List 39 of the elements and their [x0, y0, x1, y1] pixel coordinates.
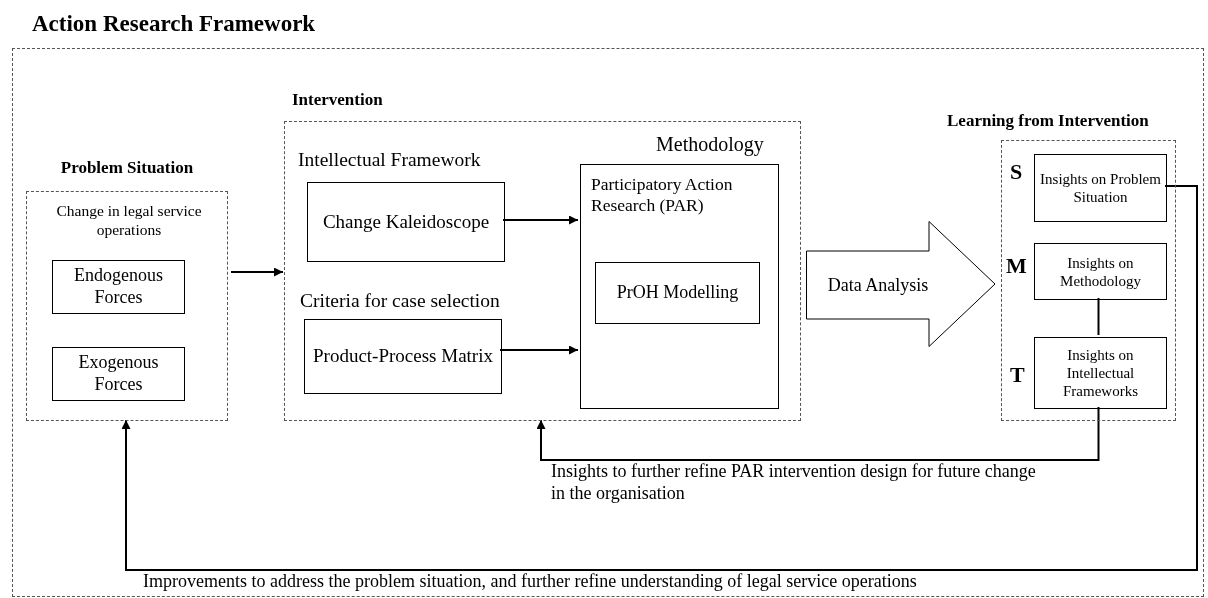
box-label: Change Kaleidoscope — [321, 209, 491, 234]
process-box — [1034, 243, 1167, 300]
box-label: Insights on Methodology — [1059, 253, 1142, 291]
group-label: Methodology — [656, 132, 765, 156]
group-frame — [1001, 140, 1176, 421]
group-label: Change in legal service operations — [55, 202, 203, 240]
group-frame — [284, 121, 801, 421]
group-heading: Intervention — [292, 90, 384, 111]
box-label: Insights on Problem Situation — [1039, 170, 1162, 207]
group-heading: Learning from Intervention — [947, 111, 1150, 132]
section-letter: M — [1006, 253, 1027, 280]
diagram-title: Action Research Framework — [32, 10, 316, 38]
box-label: Exogenous Forces — [77, 351, 160, 396]
box-label: Endogenous Forces — [73, 264, 164, 309]
group-label: Criteria for case selection — [300, 289, 501, 313]
section-letter: S — [1010, 159, 1023, 186]
arrow — [502, 215, 579, 225]
process-box — [1034, 337, 1167, 409]
group-label: Intellectual Framework — [298, 148, 482, 172]
group-label: Participatory Action Research (PAR) — [591, 174, 734, 216]
process-box — [595, 262, 760, 324]
box-label: PrOH Modelling — [615, 281, 740, 305]
arrow — [499, 345, 579, 355]
process-box — [1034, 154, 1167, 222]
process-box — [52, 260, 185, 314]
group-frame — [26, 191, 228, 421]
process-box — [580, 164, 779, 409]
box-label: Data Analysis — [826, 274, 930, 298]
box-label: Insights on Intellectual Frameworks — [1062, 346, 1139, 401]
process-box — [307, 182, 505, 262]
block-arrow — [806, 221, 996, 347]
group-heading: Problem Situation — [59, 158, 195, 179]
arrow — [536, 406, 1100, 461]
section-letter: T — [1010, 362, 1025, 389]
process-box — [304, 319, 502, 394]
process-box — [52, 347, 185, 401]
box-label: Product-Process Matrix — [312, 344, 494, 369]
arrow — [121, 185, 1198, 571]
arrow — [230, 267, 284, 277]
